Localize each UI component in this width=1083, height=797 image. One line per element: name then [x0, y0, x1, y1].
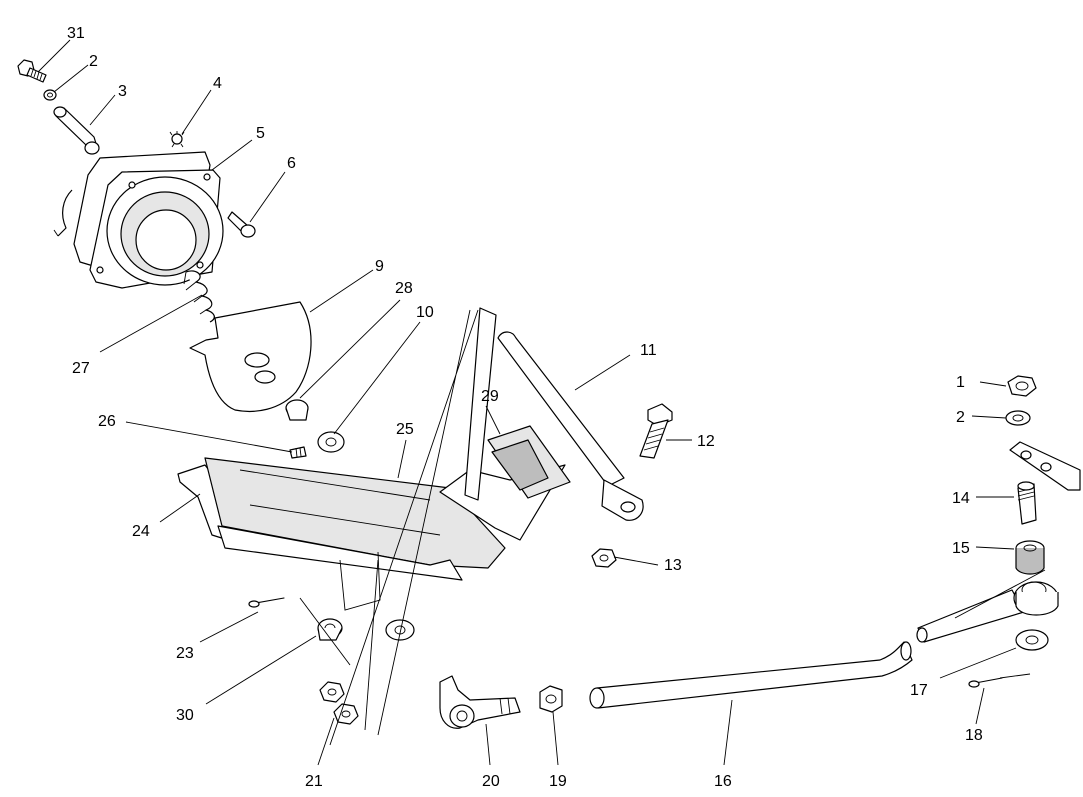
- callout-13: 13: [664, 557, 682, 574]
- callout-12: 12: [697, 433, 715, 450]
- part-6-bolt: [227, 211, 256, 238]
- callout-3: 3: [118, 83, 127, 100]
- part-1-nut: [1007, 375, 1037, 397]
- part-11-rod: [497, 331, 644, 521]
- callout-23: 23: [176, 645, 194, 662]
- part-link-plate: [1009, 441, 1081, 491]
- part-12-bolt: [639, 403, 673, 459]
- part-28-bushing: [285, 399, 309, 421]
- callout-29: 29: [481, 388, 499, 405]
- callout-9: 9: [375, 258, 384, 275]
- assembly-guide-lines: [299, 309, 1046, 746]
- callout-2-top: 2: [89, 53, 98, 70]
- callout-28: 28: [395, 280, 413, 297]
- part-17-washer: [1015, 629, 1049, 651]
- part-2-lock-washer-right: [1005, 410, 1031, 426]
- callout-15: 15: [952, 540, 970, 557]
- callout-17: 17: [910, 682, 928, 699]
- part-13-nut: [591, 548, 617, 568]
- callout-14: 14: [952, 490, 970, 507]
- callout-5: 5: [256, 125, 265, 142]
- part-29-pedal-pad: [487, 425, 571, 499]
- part-2-lock-washer: [43, 89, 57, 101]
- part-18-cotter-pin: [968, 677, 1003, 688]
- callout-21: 21: [305, 773, 323, 790]
- leader-lines: [37, 39, 1017, 766]
- part-19-nut: [539, 685, 563, 713]
- callout-27: 27: [72, 360, 90, 377]
- part-15-bushing: [1015, 540, 1045, 575]
- part-10-collar: [317, 431, 345, 453]
- part-21-nut-upper: [319, 681, 345, 703]
- callout-18: 18: [965, 727, 983, 744]
- part-16-rod: [589, 641, 913, 709]
- callout-20: 20: [482, 773, 500, 790]
- callout-31: 31: [67, 25, 85, 42]
- callout-11: 11: [640, 342, 657, 359]
- part-9-bracket-plate: [189, 301, 312, 413]
- callout-25: 25: [396, 421, 414, 438]
- part-3-sleeve: [53, 106, 100, 155]
- part-5-clutch-assembly: [53, 151, 224, 289]
- callout-6: 6: [287, 155, 296, 172]
- part-31-bolt: [17, 59, 47, 83]
- callout-16: 16: [714, 773, 732, 790]
- callout-4: 4: [213, 75, 222, 92]
- callout-2-right: 2: [956, 409, 965, 426]
- callout-30: 30: [176, 707, 194, 724]
- part-14-stud: [1017, 481, 1037, 525]
- part-30-bushing: [317, 618, 343, 641]
- part-4-clip: [169, 131, 185, 148]
- part-26-setscrew: [289, 446, 307, 459]
- part-17-lever-arm: [916, 581, 1059, 643]
- callout-10: 10: [416, 304, 434, 321]
- callout-19: 19: [549, 773, 567, 790]
- callout-labels: 31 2 3 4 5 6 9 27 28 10 11 29 26 25 12 1…: [67, 25, 983, 790]
- callout-26: 26: [98, 413, 116, 430]
- part-20-ball-joint: [385, 619, 521, 729]
- callout-24: 24: [132, 523, 150, 540]
- callout-1: 1: [956, 374, 965, 391]
- part-24-mount-bracket: [177, 457, 506, 581]
- part-21-nut-lower: [333, 703, 359, 725]
- part-23-cotter-pin: [248, 597, 285, 608]
